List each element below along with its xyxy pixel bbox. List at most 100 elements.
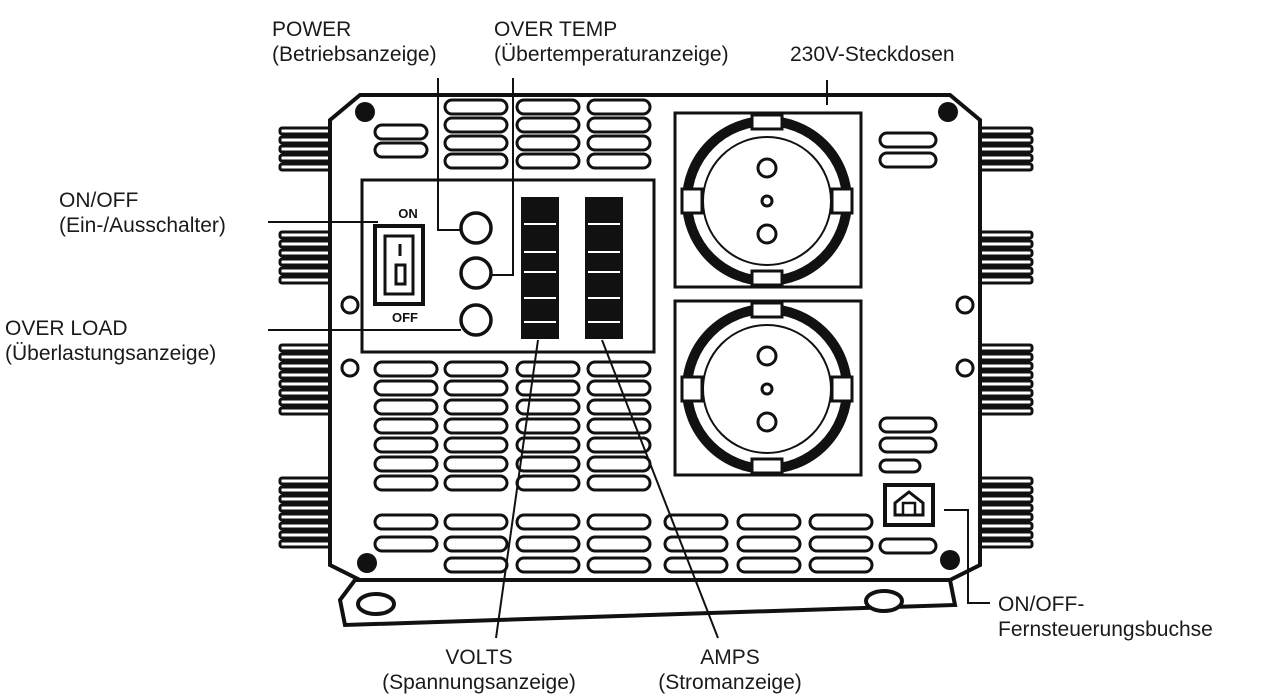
vent-slot bbox=[515, 474, 581, 492]
vent-slot bbox=[736, 535, 802, 553]
vent-slot bbox=[443, 398, 509, 416]
fin-right bbox=[976, 539, 1034, 549]
vent-slot bbox=[515, 513, 581, 531]
fin-left bbox=[278, 494, 334, 504]
vent-slot bbox=[373, 379, 439, 397]
vent-slot bbox=[373, 455, 439, 473]
fin-left bbox=[278, 370, 334, 380]
heatsink-fins-left bbox=[278, 126, 334, 549]
leader-volts bbox=[495, 339, 539, 639]
fin-left bbox=[278, 379, 334, 389]
fin-left bbox=[278, 397, 334, 407]
vent-slot bbox=[878, 416, 938, 434]
fin-left bbox=[278, 530, 334, 540]
fin-left bbox=[278, 503, 334, 513]
fin-right bbox=[976, 248, 1034, 258]
meter-body bbox=[585, 197, 623, 339]
vent-slot bbox=[515, 398, 581, 416]
leader-amps bbox=[601, 339, 719, 639]
power-switch[interactable] bbox=[373, 224, 425, 306]
vent-slot bbox=[443, 513, 509, 531]
fin-right bbox=[976, 144, 1034, 154]
vent-slot bbox=[515, 436, 581, 454]
vent-slot bbox=[586, 152, 652, 170]
vent-slot bbox=[586, 474, 652, 492]
fin-left bbox=[278, 388, 334, 398]
fin-right bbox=[976, 397, 1034, 407]
vent-slot bbox=[515, 535, 581, 553]
vent-slot bbox=[586, 398, 652, 416]
fin-right bbox=[976, 485, 1034, 495]
fin-left bbox=[278, 485, 334, 495]
fin-right bbox=[976, 275, 1034, 285]
fin-left bbox=[278, 230, 334, 240]
vent-slot bbox=[443, 417, 509, 435]
socket-notch-top bbox=[750, 301, 784, 319]
fin-left bbox=[278, 153, 334, 163]
fin-right bbox=[976, 406, 1034, 416]
label-outlets: 230V-Steckdosen bbox=[790, 43, 955, 66]
socket-pin-hole bbox=[756, 157, 778, 179]
fin-left bbox=[278, 248, 334, 258]
vent-slot bbox=[443, 116, 509, 134]
fin-right bbox=[976, 257, 1034, 267]
meter-body bbox=[521, 197, 559, 339]
socket-center bbox=[760, 194, 774, 208]
bracket-hole-right bbox=[864, 589, 904, 613]
fin-right bbox=[976, 379, 1034, 389]
fin-left bbox=[278, 239, 334, 249]
fin-left bbox=[278, 352, 334, 362]
label-over-temp: OVER TEMP (Übertemperaturanzeige) bbox=[494, 18, 729, 66]
vent-slot bbox=[443, 360, 509, 378]
fin-right bbox=[976, 530, 1034, 540]
fin-left bbox=[278, 257, 334, 267]
label-amps: AMPS (Stromanzeige) bbox=[658, 646, 802, 694]
fin-left bbox=[278, 343, 334, 353]
vent-slot bbox=[373, 436, 439, 454]
fin-right bbox=[976, 370, 1034, 380]
fin-right bbox=[976, 503, 1034, 513]
vent-slot bbox=[808, 535, 874, 553]
vent-slots bbox=[373, 98, 938, 574]
fin-right bbox=[976, 153, 1034, 163]
label-over-load: OVER LOAD (Überlastungsanzeige) bbox=[5, 317, 217, 365]
remote-port[interactable] bbox=[883, 483, 935, 527]
socket-pin-hole bbox=[756, 223, 778, 245]
vent-slot bbox=[373, 513, 439, 531]
vent-slot bbox=[586, 134, 652, 152]
screw-top-right bbox=[938, 102, 958, 122]
vent-slot bbox=[515, 417, 581, 435]
leader-lines bbox=[268, 78, 990, 639]
screw-bottom-right bbox=[940, 550, 960, 570]
label-on-off: ON/OFF (Ein-/Ausschalter) bbox=[59, 189, 226, 237]
socket-center bbox=[760, 382, 774, 396]
label-remote: ON/OFF- Fernsteuerungsbuchse bbox=[998, 593, 1213, 641]
side-screw-right-1 bbox=[955, 295, 975, 315]
label-volts: VOLTS (Spannungsanzeige) bbox=[382, 646, 576, 694]
socket-ground-clip bbox=[830, 187, 854, 215]
screw-top-left bbox=[355, 102, 375, 122]
vent-slot bbox=[808, 556, 874, 574]
vent-slot bbox=[443, 379, 509, 397]
vent-slot bbox=[586, 513, 652, 531]
socket-pin-hole bbox=[756, 411, 778, 433]
vent-slot bbox=[373, 360, 439, 378]
vent-slot bbox=[373, 474, 439, 492]
fin-right bbox=[976, 266, 1034, 276]
vent-slot bbox=[586, 417, 652, 435]
fin-left bbox=[278, 162, 334, 172]
vent-slot bbox=[808, 513, 874, 531]
fin-right bbox=[976, 361, 1034, 371]
vent-slot bbox=[878, 151, 938, 169]
fin-right bbox=[976, 126, 1034, 136]
fin-right bbox=[976, 512, 1034, 522]
vent-slot bbox=[878, 458, 922, 474]
leader-over-temp bbox=[491, 78, 514, 276]
fin-left bbox=[278, 539, 334, 549]
socket-top bbox=[673, 111, 863, 289]
fin-left bbox=[278, 512, 334, 522]
fin-left bbox=[278, 275, 334, 285]
vent-slot bbox=[515, 116, 581, 134]
mounting-bracket bbox=[337, 578, 958, 628]
side-screw-left-2 bbox=[340, 358, 360, 378]
